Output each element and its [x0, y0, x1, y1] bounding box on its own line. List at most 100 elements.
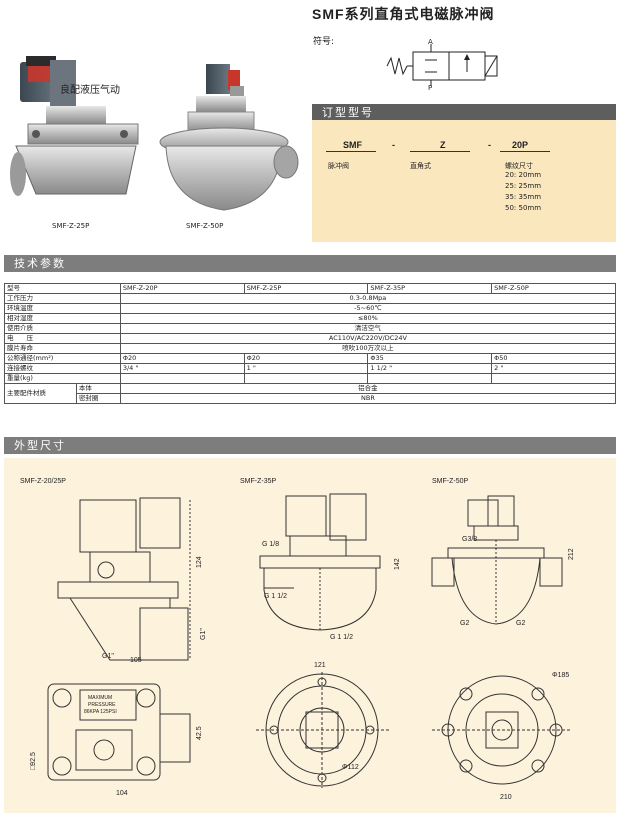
- dim-d1-width: 105: [130, 657, 142, 664]
- drawing-20-25p-top: [47, 683, 191, 781]
- table-cell: 3/4 ": [119, 363, 245, 374]
- valve-symbol: [386, 44, 498, 86]
- order-size-title: 螺纹尺寸: [505, 162, 533, 170]
- order-code-dash-2: -: [488, 140, 491, 150]
- table-row: 膜片寿命喷吹100万次以上: [4, 343, 617, 354]
- table-cell: 1 ": [243, 363, 369, 374]
- table-cell: 环境温度: [4, 303, 121, 314]
- table-row: 相对湿度≤80%: [4, 313, 617, 324]
- drawing-50p-top: [432, 675, 572, 785]
- underline-series: [326, 151, 376, 152]
- table-cell: AC110V/AC220V/DC24V: [119, 333, 617, 344]
- ordering-panel: [312, 120, 616, 242]
- outline-title-20-25p: SMF-Z-20/25P: [20, 478, 66, 485]
- table-cell: Φ50: [491, 353, 616, 364]
- drawing-35p-side: [259, 493, 381, 631]
- underline-size: [500, 151, 550, 152]
- table-cell: 工作压力: [4, 293, 121, 304]
- order-size-20: 20: 20mm: [505, 171, 542, 179]
- dim-d2-diameter: Φ112: [342, 764, 359, 771]
- dim-d2-width: 121: [314, 662, 326, 669]
- table-cell: NBR: [119, 393, 617, 404]
- page-title: SMF系列直角式电磁脉冲阀: [312, 6, 495, 23]
- table-cell: Φ20: [243, 353, 369, 364]
- table-cell: SMF-Z-20P: [119, 283, 245, 294]
- table-cell: 相对湿度: [4, 313, 121, 324]
- ordering-heading: 订型型号: [312, 104, 616, 121]
- tech-heading: 技术参数: [4, 255, 616, 272]
- caption-25p: SMF-Z-25P: [52, 222, 90, 230]
- table-cell: -5~60℃: [119, 303, 617, 314]
- dim-d2-g112-side: G 1 1/2: [264, 593, 287, 600]
- table-cell: 本体: [75, 383, 121, 394]
- table-cell: 清洁空气: [119, 323, 617, 334]
- table-cell: SMF-Z-25P: [243, 283, 369, 294]
- dim-d1-bottom-width: 104: [116, 790, 128, 797]
- nameplate-line-2: PRESSURE: [88, 702, 116, 708]
- drawing-50p-side: [431, 495, 563, 625]
- table-row: 重量(kg): [4, 373, 616, 384]
- order-desc-type: 直角式: [410, 162, 431, 170]
- drawing-35p-top: [256, 672, 390, 788]
- dim-d3-g38: G3/8: [462, 536, 478, 543]
- table-row: 环境温度-5~60℃: [4, 303, 617, 314]
- table-cell: Φ35: [367, 353, 493, 364]
- outline-title-35p: SMF-Z-35P: [240, 478, 277, 485]
- order-size-25: 25: 25mm: [505, 182, 542, 190]
- dim-d2-g18: G 1/8: [262, 541, 280, 548]
- table-cell: 主要配件材质: [4, 383, 77, 404]
- table-cell: 连接螺纹: [4, 363, 121, 374]
- table-cell: 1 1/2 ": [367, 363, 493, 374]
- dim-d1-side: 42.5: [196, 726, 203, 740]
- port-p-label: P: [428, 84, 433, 92]
- dim-d3-width: 210: [500, 794, 512, 801]
- order-desc-series: 脉冲阀: [328, 162, 349, 170]
- underline-type: [410, 151, 470, 152]
- nameplate-line-1: MAXIMUM: [88, 695, 113, 701]
- table-cell: 型号: [4, 283, 121, 294]
- table-row: 使用介质清洁空气: [4, 323, 617, 334]
- watermark-text: 良配液压气动: [60, 85, 120, 96]
- order-code-size: 20P: [512, 140, 529, 150]
- dim-d2-g112-bottom: G 1 1/2: [330, 634, 353, 641]
- table-cell: SMF-Z-35P: [367, 283, 493, 294]
- table-cell: [119, 373, 245, 384]
- dim-d3-diameter: Φ185: [552, 672, 570, 679]
- table-cell: 密封圈: [75, 393, 121, 404]
- order-code-series: SMF: [343, 140, 362, 150]
- table-row: 主要配件材质 本体 铝合金: [4, 383, 617, 404]
- dim-d2-height: 142: [394, 558, 401, 570]
- dim-d1-height: 124: [196, 556, 203, 568]
- product-photo-25p: [10, 56, 139, 196]
- dim-d3-g2-right: G2: [516, 620, 526, 627]
- table-cell: 0.3-0.8Mpa: [119, 293, 617, 304]
- order-size-35: 35: 35mm: [505, 193, 542, 201]
- table-cell: 2 ": [491, 363, 616, 374]
- spec-table: 型号 SMF-Z-20P SMF-Z-25P SMF-Z-35P SMF-Z-5…: [4, 283, 617, 404]
- table-row: 连接螺纹 3/4 " 1 " 1 1/2 " 2 ": [4, 363, 616, 374]
- table-row: 密封圈 NBR: [5, 393, 617, 404]
- table-cell: 使用介质: [4, 323, 121, 334]
- table-row: 公称通径(mm²) Φ20 Φ20 Φ35 Φ50: [4, 353, 616, 364]
- table-cell: [367, 373, 493, 384]
- order-size-50: 50: 50mm: [505, 204, 542, 212]
- table-cell: 电 压: [4, 333, 121, 344]
- port-a-label: A: [428, 38, 433, 46]
- table-cell: SMF-Z-50P: [491, 283, 616, 294]
- dim-d1-thread: G1": [102, 653, 114, 660]
- table-cell: 铝合金: [119, 383, 617, 394]
- dim-d3-height: 212: [568, 548, 575, 560]
- table-cell: 重量(kg): [4, 373, 121, 384]
- product-photo-50p: [159, 64, 299, 211]
- table-cell: 膜片寿命: [4, 343, 121, 354]
- table-row: 型号 SMF-Z-20P SMF-Z-25P SMF-Z-35P SMF-Z-5…: [4, 283, 616, 294]
- drawing-20-25p-side: [57, 497, 191, 661]
- caption-50p: SMF-Z-50P: [186, 222, 224, 230]
- table-cell: 公称通径(mm²): [4, 353, 121, 364]
- table-cell: Φ20: [119, 353, 245, 364]
- outline-title-50p: SMF-Z-50P: [432, 478, 469, 485]
- table-cell: 喷吹100万次以上: [119, 343, 617, 354]
- nameplate-line-3: 86KPA 125PSI: [84, 709, 117, 715]
